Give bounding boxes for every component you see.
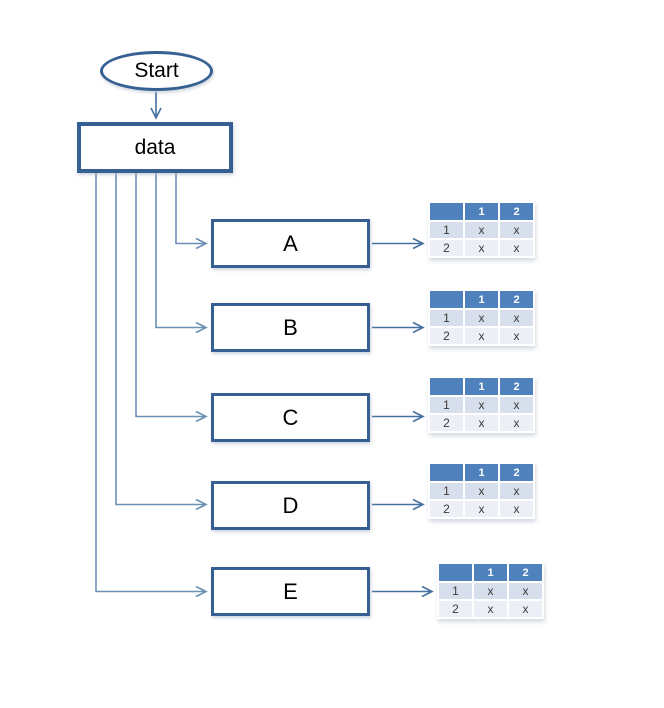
table-cell: x	[465, 415, 498, 431]
table-header-cell	[430, 291, 463, 308]
table-header-cell	[430, 464, 463, 481]
table-header-cell	[439, 564, 472, 581]
table-row: 1 x x	[430, 483, 533, 499]
data-node: data	[77, 122, 233, 173]
process-node-e: E	[211, 567, 370, 616]
table-cell: 1	[430, 222, 463, 238]
table-cell: 1	[430, 397, 463, 413]
result-table-e: 1 2 1 x x 2 x x	[437, 562, 544, 619]
table-cell: x	[474, 583, 507, 599]
table-header-row: 1 2	[430, 291, 533, 308]
table-cell: x	[474, 601, 507, 617]
process-node-d: D	[211, 481, 370, 530]
table-row: 2 x x	[430, 328, 533, 344]
result-table-d: 1 2 1 x x 2 x x	[428, 462, 535, 519]
table-cell: x	[500, 240, 533, 256]
table-cell: 1	[439, 583, 472, 599]
result-table-b: 1 2 1 x x 2 x x	[428, 289, 535, 346]
connector-data-to-d	[115, 173, 208, 511]
table-cell: x	[500, 222, 533, 238]
result-table-a: 1 2 1 x x 2 x x	[428, 201, 535, 258]
table-cell: x	[465, 328, 498, 344]
table-row: 1 x x	[439, 583, 542, 599]
table-row: 1 x x	[430, 310, 533, 326]
connector-data-to-e	[95, 173, 208, 598]
table-row: 2 x x	[430, 240, 533, 256]
table-cell: 2	[430, 328, 463, 344]
table-cell: x	[500, 397, 533, 413]
start-node: Start	[100, 51, 213, 91]
table-cell: 2	[430, 415, 463, 431]
table-cell: x	[465, 483, 498, 499]
process-node-c: C	[211, 393, 370, 442]
process-node-label: B	[283, 314, 298, 340]
process-node-a: A	[211, 219, 370, 268]
process-node-label: E	[283, 578, 298, 604]
table-header-cell: 2	[500, 378, 533, 395]
table-header-row: 1 2	[430, 464, 533, 481]
table-header-cell	[430, 378, 463, 395]
table-cell: x	[500, 310, 533, 326]
table-cell: 1	[430, 310, 463, 326]
table-header-cell: 2	[500, 291, 533, 308]
table-header-cell	[430, 203, 463, 220]
process-node-label: D	[282, 492, 299, 518]
table-cell: x	[465, 222, 498, 238]
process-node-label: A	[283, 230, 298, 256]
table-header-cell: 1	[465, 378, 498, 395]
process-node-b: B	[211, 303, 370, 352]
table-row: 2 x x	[439, 601, 542, 617]
table-header-cell: 1	[474, 564, 507, 581]
table-header-cell: 1	[465, 464, 498, 481]
table-header-cell: 2	[500, 464, 533, 481]
table-cell: 2	[430, 240, 463, 256]
table-cell: 1	[430, 483, 463, 499]
result-table-c: 1 2 1 x x 2 x x	[428, 376, 535, 433]
table-cell: 2	[430, 501, 463, 517]
table-cell: x	[465, 310, 498, 326]
table-header-cell: 2	[509, 564, 542, 581]
table-row: 1 x x	[430, 222, 533, 238]
start-label: Start	[134, 59, 179, 82]
table-header-cell: 2	[500, 203, 533, 220]
table-cell: x	[465, 397, 498, 413]
table-cell: x	[500, 415, 533, 431]
table-cell: x	[509, 583, 542, 599]
table-cell: x	[465, 240, 498, 256]
table-cell: x	[509, 601, 542, 617]
process-node-label: C	[282, 404, 299, 430]
table-row: 1 x x	[430, 397, 533, 413]
table-cell: 2	[439, 601, 472, 617]
connector-data-to-c	[135, 173, 208, 423]
connector-data-to-a	[175, 173, 208, 250]
table-header-row: 1 2	[439, 564, 542, 581]
table-row: 2 x x	[430, 501, 533, 517]
table-cell: x	[500, 501, 533, 517]
table-header-cell: 1	[465, 203, 498, 220]
data-label: data	[134, 135, 176, 159]
table-cell: x	[465, 501, 498, 517]
table-cell: x	[500, 483, 533, 499]
connector-data-to-b	[155, 173, 208, 334]
table-row: 2 x x	[430, 415, 533, 431]
table-header-row: 1 2	[430, 203, 533, 220]
table-cell: x	[500, 328, 533, 344]
table-header-cell: 1	[465, 291, 498, 308]
table-header-row: 1 2	[430, 378, 533, 395]
